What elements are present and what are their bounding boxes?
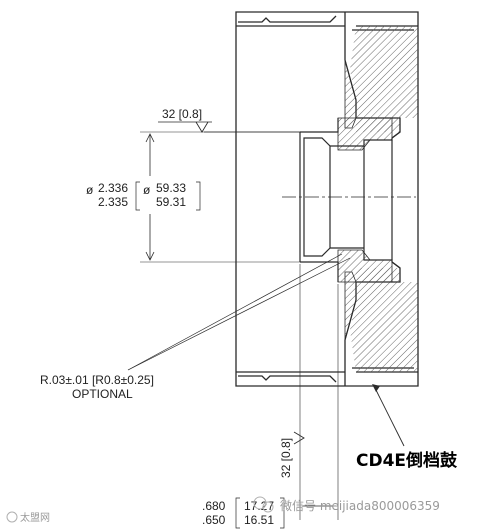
caption-leader [372, 384, 405, 447]
svg-text:16.51: 16.51 [244, 513, 274, 527]
svg-text:.680: .680 [202, 499, 226, 513]
svg-text:R.03±.01 [R0.8±0.25]: R.03±.01 [R0.8±0.25] [40, 373, 154, 387]
width-dimension: 32 [0.8] .680 .650 17.27 16.51 [202, 264, 339, 529]
svg-text:2.335: 2.335 [98, 195, 128, 209]
svg-text:.650: .650 [202, 513, 226, 527]
diameter-symbol-right: ø [143, 183, 151, 197]
wechat-watermark: 微信号 meijiada800006359 [253, 496, 440, 513]
corner-watermark: 太盟网 [6, 511, 50, 524]
bore-diameter-dimension: ø 2.336 2.335 ø 59.33 59.31 [86, 131, 300, 263]
hatched-sections [337, 26, 418, 372]
svg-text:OPTIONAL: OPTIONAL [72, 387, 133, 401]
svg-text:太盟网: 太盟网 [20, 511, 50, 524]
svg-text:32 [0.8]: 32 [0.8] [162, 107, 202, 121]
surface-finish-top: 32 [0.8] [158, 107, 300, 133]
svg-text:59.31: 59.31 [156, 195, 186, 209]
caption: CD4E倒档鼓 [356, 450, 458, 471]
svg-text:32 [0.8]: 32 [0.8] [279, 438, 293, 478]
diameter-symbol-left: ø [86, 183, 94, 197]
svg-text:微信号 meijiada800006359: 微信号 meijiada800006359 [280, 499, 440, 513]
svg-text:59.33: 59.33 [156, 181, 186, 195]
svg-text:17.27: 17.27 [244, 499, 274, 513]
radius-note: R.03±.01 [R0.8±0.25] OPTIONAL [40, 253, 351, 401]
svg-text:2.336: 2.336 [98, 181, 128, 195]
